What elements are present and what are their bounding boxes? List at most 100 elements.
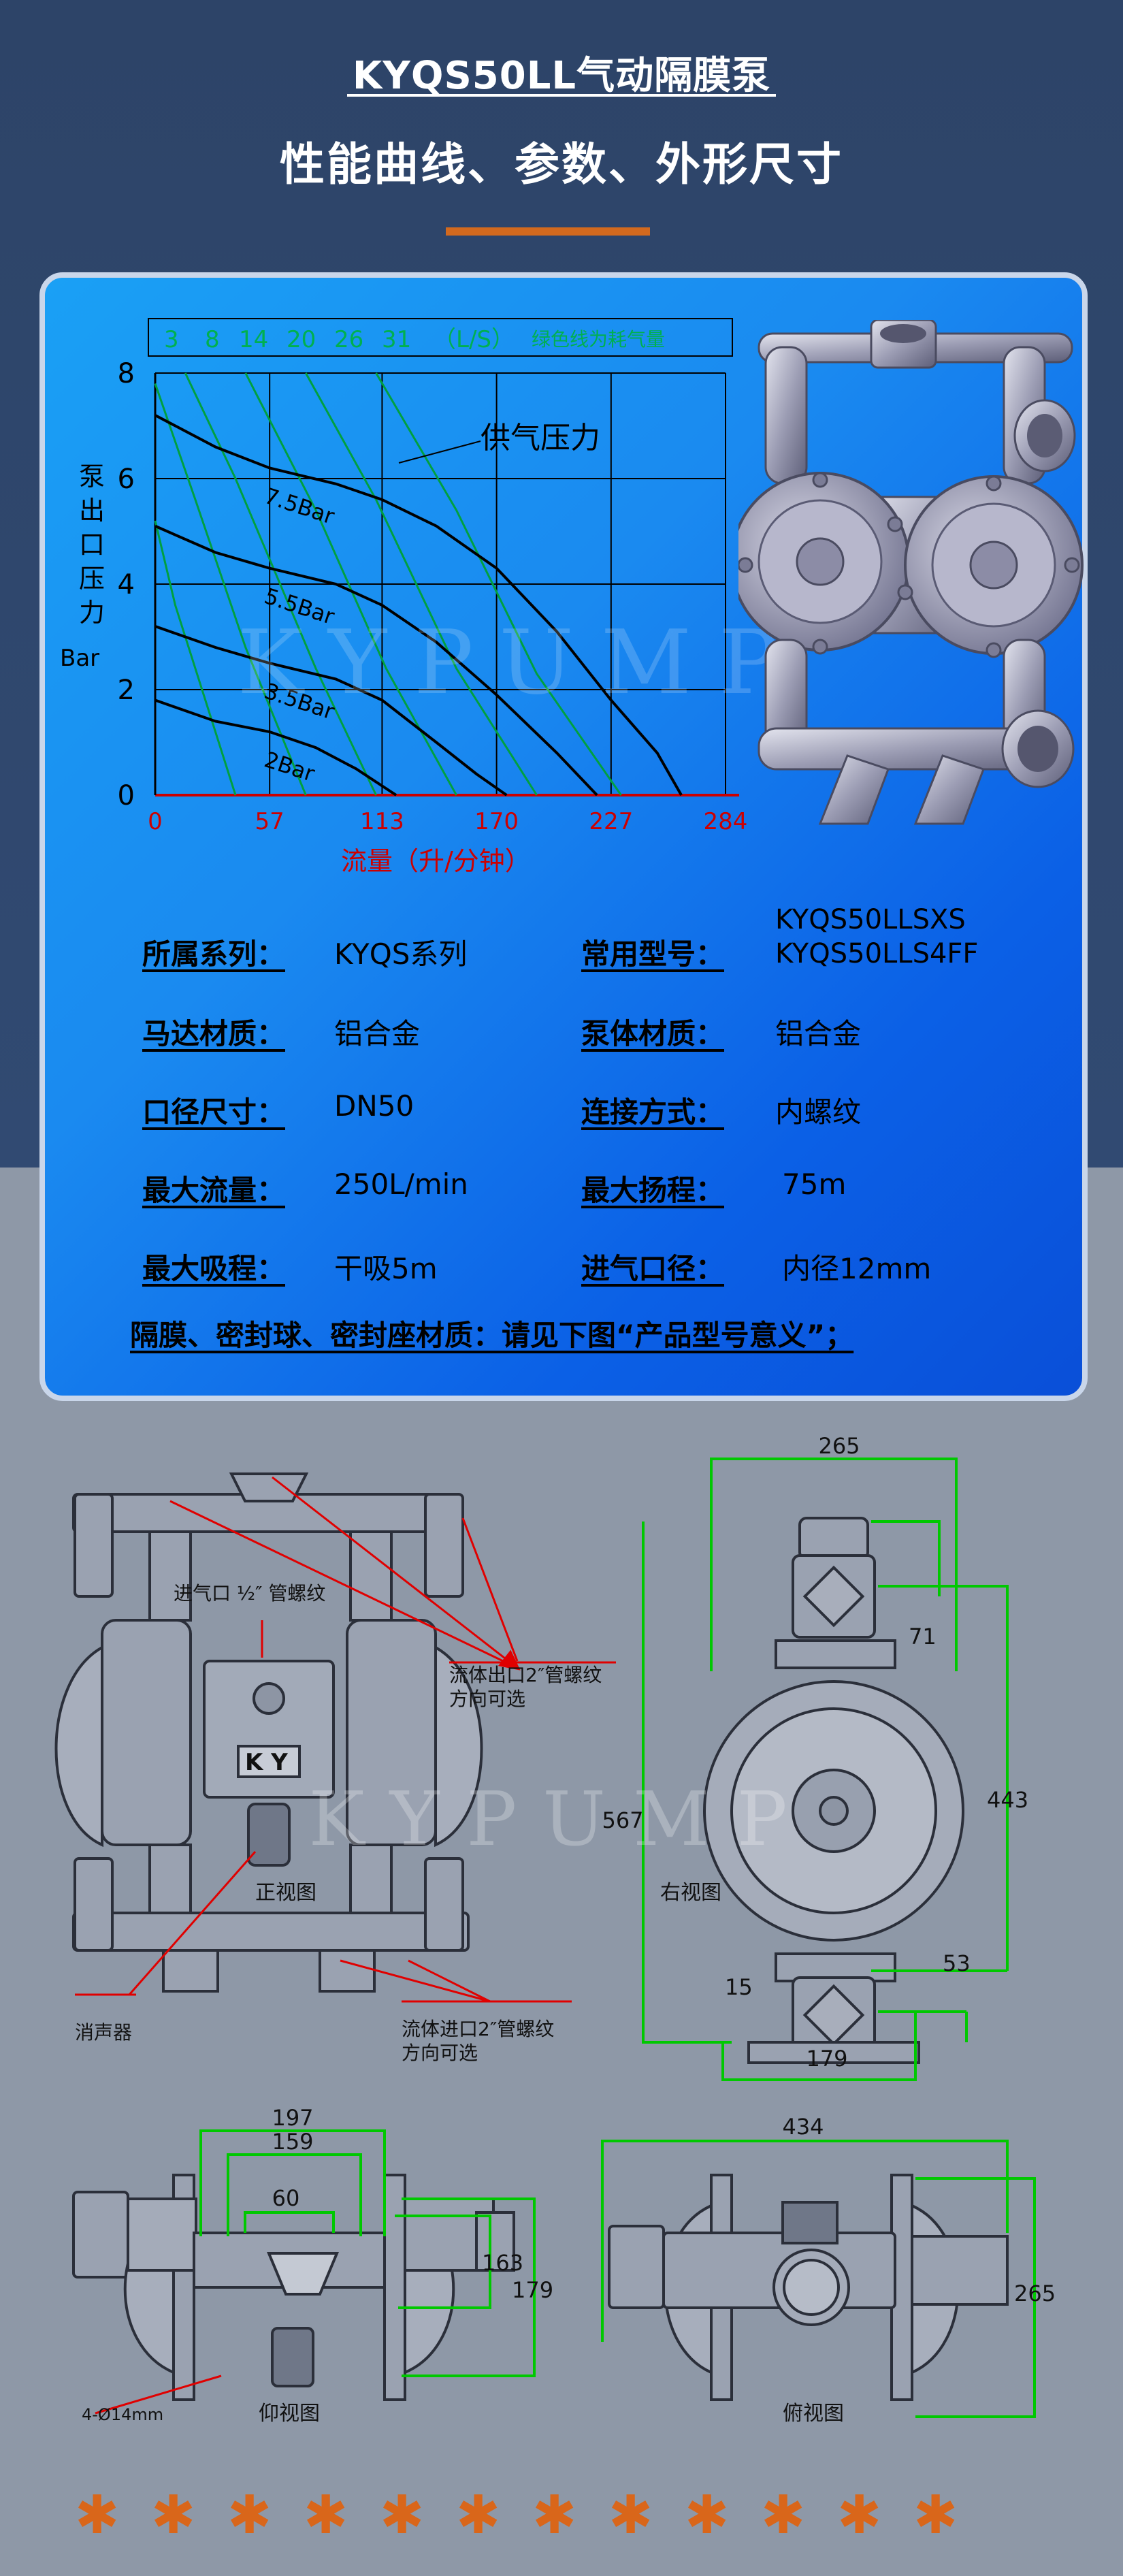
bottom-dim-179: 179: [512, 2277, 553, 2303]
right-dim-443: 443: [987, 1787, 1028, 1813]
top-scale-label: 26: [334, 326, 363, 353]
top-view-caption: 俯视图: [783, 2402, 844, 2426]
x-tick-label: 284: [704, 808, 748, 835]
front-view: [54, 1472, 483, 1993]
flower-decoration-row: ✱ ✱ ✱ ✱ ✱ ✱ ✱ ✱ ✱ ✱ ✱ ✱: [0, 2485, 1123, 2546]
top-scale-box: [148, 318, 733, 357]
spec-value-motor: 铝合金: [334, 1017, 421, 1050]
flower-icon: ✱: [608, 2485, 653, 2546]
pressure-curve: [154, 414, 683, 796]
spec-label-max-head: 最大扬程：: [581, 1174, 725, 1207]
page-title: KYQS50LL气动隔膜泵: [352, 54, 771, 98]
top-scale-label: 8: [205, 326, 220, 353]
flower-icon: ✱: [685, 2485, 730, 2546]
front-view-leaders: [75, 1476, 616, 2003]
x-tick-label: 227: [589, 808, 633, 835]
spec-label-connection: 连接方式：: [581, 1095, 725, 1129]
spec-label-body: 泵体材质：: [581, 1017, 725, 1050]
spec-value-body: 铝合金: [775, 1017, 862, 1050]
bottom-view-caption: 仰视图: [259, 2402, 320, 2426]
front-outlet-note-1: 流体出口2″管螺纹: [449, 1664, 602, 1686]
bottom-view-dimensions: [199, 2129, 536, 2377]
accent-bar: [446, 227, 650, 236]
y-tick-label: 4: [118, 569, 135, 600]
x-tick-label: 170: [474, 808, 519, 835]
flower-icon: ✱: [227, 2485, 272, 2546]
y-tick-label: 0: [118, 780, 135, 811]
page-subtitle: 性能曲线、参数、外形尺寸: [280, 138, 843, 191]
right-dim-265: 265: [818, 1436, 860, 1459]
spec-label-series: 所属系列：: [142, 937, 286, 971]
spec-label-port: 口径尺寸：: [142, 1095, 286, 1129]
top-scale-label: （L/S）: [433, 326, 515, 353]
annotation-arrow: [398, 440, 481, 464]
flower-icon: ✱: [837, 2485, 882, 2546]
top-scale-label: 20: [287, 326, 316, 353]
right-dim-567: 567: [602, 1807, 643, 1833]
chart-watermark: KYPUMP: [238, 611, 806, 714]
right-dim-15: 15: [725, 1974, 753, 2000]
bottom-dim-163: 163: [482, 2250, 523, 2276]
drawing-watermark: KYPUMP: [308, 1775, 814, 1863]
spec-value-port: DN50: [334, 1089, 414, 1123]
top-scale-label: 14: [239, 326, 268, 353]
bottom-dim-197: 197: [272, 2105, 313, 2131]
front-inlet-note-1: 流体进口2″管螺纹: [402, 2018, 554, 2040]
title-underline: [347, 94, 776, 97]
right-view-dimensions: [642, 1458, 1009, 2081]
air-consumption-line: [304, 372, 538, 796]
top-dim-434: 434: [782, 2114, 824, 2140]
air-consumption-line: [154, 383, 307, 796]
y-tick-label: 2: [118, 675, 135, 706]
bottom-dim-159: 159: [272, 2129, 313, 2155]
y-axis-label-char: 泵: [79, 462, 105, 492]
front-air-inlet-label: 进气口 ½″ 管螺纹: [174, 1582, 325, 1605]
pump-illustration: [738, 320, 1084, 825]
supply-pressure-annotation: 供气压力: [481, 421, 600, 455]
dimension-drawings: 进气口 ½″ 管螺纹 流体出口2″管螺纹 方向可选 K Y 正视图 消声器 流体…: [54, 1436, 1056, 2426]
y-tick-label: 8: [118, 358, 135, 389]
spec-label-models: 常用型号：: [581, 937, 725, 971]
flower-icon: ✱: [151, 2485, 196, 2546]
spec-label-air-inlet: 进气口径：: [581, 1252, 725, 1285]
flower-icon: ✱: [380, 2485, 425, 2546]
right-view-caption: 右视图: [660, 1881, 721, 1905]
top-dim-265: 265: [1014, 2281, 1056, 2306]
right-dim-179: 179: [806, 2046, 847, 2072]
top-view-dimensions: [601, 2140, 1036, 2418]
flower-icon: ✱: [304, 2485, 348, 2546]
x-tick-label: 0: [148, 808, 163, 835]
right-dim-53: 53: [943, 1950, 971, 1976]
air-consumption-line: [375, 372, 622, 796]
y-axis-label-char: 压: [79, 564, 105, 594]
x-axis-label: 流量（升/分钟）: [341, 846, 531, 876]
air-consumption-line: [184, 372, 377, 796]
bottom-view-leaders: [95, 2374, 222, 2415]
y-axis-unit: Bar: [60, 645, 99, 672]
spec-value-max-flow: 250L/min: [334, 1168, 468, 1201]
x-tick-label: 57: [255, 808, 284, 835]
y-axis-label-char: 力: [79, 598, 105, 628]
flower-icon: ✱: [761, 2485, 806, 2546]
flower-icon: ✱: [75, 2485, 120, 2546]
right-view: [703, 1517, 964, 2064]
material-note: 隔膜、密封球、密封座材质：请见下图“产品型号意义”；: [130, 1319, 854, 1352]
top-scale-label: 31: [382, 326, 411, 353]
spec-label-motor: 马达材质：: [142, 1017, 286, 1050]
top-scale-label: 3: [164, 326, 179, 353]
spec-value-model-2: KYQS50LLS4FF: [775, 938, 979, 969]
flower-icon: ✱: [456, 2485, 501, 2546]
right-dim-71: 71: [909, 1624, 937, 1649]
y-tick-label: 6: [118, 464, 135, 495]
bottom-holes-label: 4-Ø14mm: [82, 2405, 163, 2424]
pressure-curve: [154, 625, 508, 796]
front-inlet-note-2: 方向可选: [402, 2042, 478, 2064]
flower-icon: ✱: [913, 2485, 958, 2546]
front-view-caption: 正视图: [255, 1881, 316, 1905]
front-outlet-note-2: 方向可选: [449, 1688, 525, 1710]
bottom-dim-60: 60: [272, 2185, 300, 2211]
spec-value-series: KYQS系列: [334, 937, 468, 971]
spec-label-max-flow: 最大流量：: [142, 1174, 286, 1207]
spec-value-connection: 内螺纹: [775, 1095, 862, 1129]
